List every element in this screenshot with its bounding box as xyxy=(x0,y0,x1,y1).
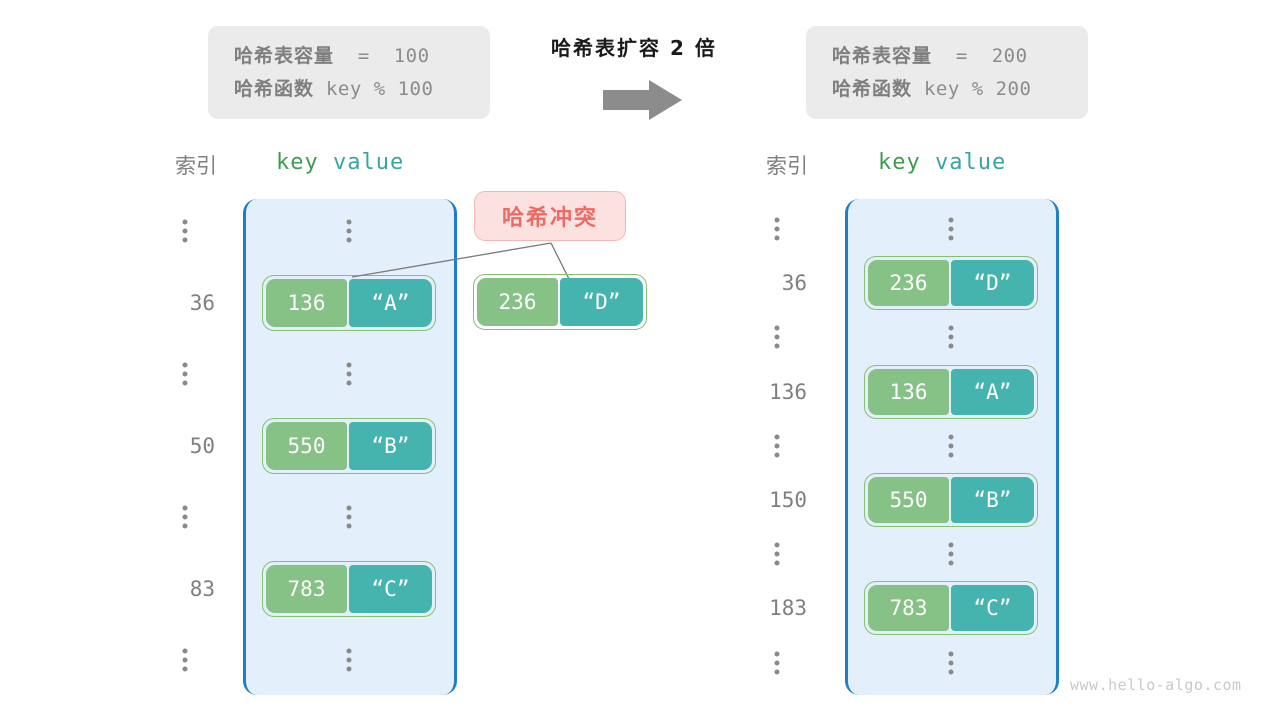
row-ellipsis xyxy=(346,505,352,529)
watermark: www.hello-algo.com xyxy=(1070,676,1242,694)
key-cell: 136 xyxy=(266,278,347,327)
before-index-header: 索引 xyxy=(175,154,217,178)
row-index: 36 xyxy=(781,271,807,296)
after-kv-header: key_value xyxy=(878,150,1006,175)
row-ellipsis xyxy=(948,217,954,241)
before-capacity-value: = 100 xyxy=(357,45,430,67)
before-info-box: 哈希表容量 = 100 哈希函数 key % 100 xyxy=(208,26,490,119)
before-capacity-label: 哈希表容量 xyxy=(234,45,335,67)
index-ellipsis xyxy=(182,362,188,386)
before-key-header: key xyxy=(276,150,319,175)
value-cell: “C” xyxy=(951,585,1034,632)
value-cell: “B” xyxy=(951,477,1034,523)
index-ellipsis xyxy=(774,434,780,458)
row-ellipsis xyxy=(948,325,954,349)
table-row[interactable]: 136“A” xyxy=(864,364,1038,419)
after-capacity-label: 哈希表容量 xyxy=(832,45,933,67)
before-function-value: key % 100 xyxy=(325,78,434,100)
value-cell: “D” xyxy=(560,278,643,326)
before-value-header: value xyxy=(333,150,405,175)
table-row[interactable]: 550“B” xyxy=(864,473,1038,527)
table-row[interactable]: 783“C” xyxy=(864,581,1038,636)
index-ellipsis xyxy=(774,651,780,675)
value-cell: “B” xyxy=(349,421,432,470)
collision-entry[interactable]: 236“D” xyxy=(473,274,647,330)
after-function-label: 哈希函数 xyxy=(832,78,913,100)
before-capacity-line: 哈希表容量 = 100 xyxy=(234,40,464,73)
after-capacity-line: 哈希表容量 = 200 xyxy=(832,40,1062,73)
key-cell: 783 xyxy=(266,564,347,613)
key-cell: 236 xyxy=(477,278,558,326)
row-index: 183 xyxy=(769,596,807,621)
index-ellipsis xyxy=(774,325,780,349)
row-index: 83 xyxy=(189,576,215,601)
index-ellipsis xyxy=(182,505,188,529)
after-value-header: value xyxy=(935,150,1007,175)
after-function-value: key % 200 xyxy=(923,78,1032,100)
index-ellipsis xyxy=(182,648,188,672)
row-ellipsis xyxy=(948,542,954,566)
row-ellipsis xyxy=(346,362,352,386)
row-index: 50 xyxy=(189,433,215,458)
key-cell: 550 xyxy=(266,421,347,470)
after-key-header: key xyxy=(878,150,921,175)
value-cell: “A” xyxy=(349,278,432,327)
row-index: 36 xyxy=(189,290,215,315)
key-cell: 550 xyxy=(868,477,949,523)
key-cell: 136 xyxy=(868,368,949,415)
index-ellipsis xyxy=(774,542,780,566)
table-row[interactable]: 236“D” xyxy=(864,256,1038,311)
value-cell: “A” xyxy=(951,368,1034,415)
row-ellipsis xyxy=(346,648,352,672)
key-cell: 236 xyxy=(868,260,949,307)
table-row[interactable]: 136“A” xyxy=(262,274,436,331)
key-cell: 783 xyxy=(868,585,949,632)
value-cell: “C” xyxy=(349,564,432,613)
row-index: 150 xyxy=(769,488,807,512)
after-capacity-value: = 200 xyxy=(955,45,1028,67)
after-function-line: 哈希函数 key % 200 xyxy=(832,73,1062,106)
table-row[interactable]: 550“B” xyxy=(262,417,436,474)
right-arrow-icon xyxy=(603,78,683,122)
row-ellipsis xyxy=(948,434,954,458)
after-index-header: 索引 xyxy=(766,154,808,178)
row-ellipsis xyxy=(948,651,954,675)
transition-caption: 哈希表扩容 2 倍 xyxy=(551,36,717,60)
row-index: 136 xyxy=(769,379,807,404)
index-ellipsis xyxy=(182,219,188,243)
before-kv-header: key_value xyxy=(276,150,404,175)
before-function-line: 哈希函数 key % 100 xyxy=(234,73,464,106)
before-function-label: 哈希函数 xyxy=(234,78,315,100)
collision-badge: 哈希冲突 xyxy=(474,191,626,241)
after-info-box: 哈希表容量 = 200 哈希函数 key % 200 xyxy=(806,26,1088,119)
row-ellipsis xyxy=(346,219,352,243)
index-ellipsis xyxy=(774,217,780,241)
value-cell: “D” xyxy=(951,260,1034,307)
table-row[interactable]: 783“C” xyxy=(262,560,436,617)
